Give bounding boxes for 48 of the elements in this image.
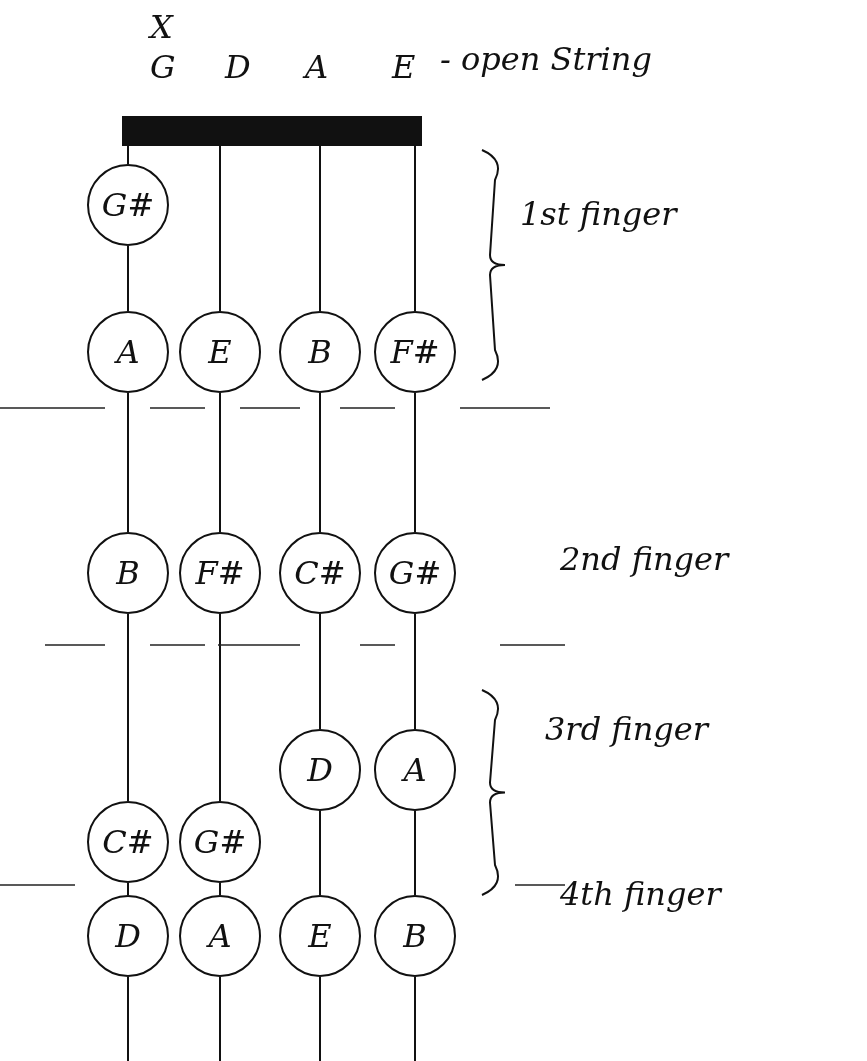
note-name: G#	[388, 554, 442, 592]
note-name: E	[308, 917, 332, 955]
string-line	[319, 810, 321, 896]
note-name: E	[208, 333, 232, 371]
note-name: F#	[390, 333, 440, 371]
nut-bar	[122, 116, 422, 146]
note-name: D	[115, 917, 141, 955]
note-name: C#	[294, 554, 346, 592]
string-line	[319, 392, 321, 533]
note-name: D	[307, 751, 333, 789]
note-name: C#	[102, 823, 154, 861]
string-line	[319, 976, 321, 1061]
string-line	[219, 145, 221, 312]
string-line	[127, 976, 129, 1061]
string-name: G	[150, 48, 176, 86]
note-name: F#	[195, 554, 245, 592]
string-line	[219, 976, 221, 1061]
finger-label: 1st finger	[520, 195, 677, 233]
note-name: G#	[101, 186, 155, 224]
string-line	[127, 392, 129, 533]
string-line	[414, 976, 416, 1061]
note-text: - open String	[440, 40, 652, 78]
string-name: E	[392, 48, 416, 86]
string-line	[127, 882, 129, 896]
string-line	[127, 145, 129, 165]
finger-label: 2nd finger	[560, 540, 729, 578]
string-name: X	[150, 8, 173, 46]
note-name: A	[403, 751, 427, 789]
note-name: A	[116, 333, 140, 371]
note-name: B	[403, 917, 427, 955]
string-line	[414, 145, 416, 312]
string-line	[127, 245, 129, 312]
note-name: B	[308, 333, 332, 371]
string-line	[219, 613, 221, 802]
string-line	[414, 810, 416, 896]
finger-label: 4th finger	[560, 875, 721, 913]
string-name: D	[225, 48, 251, 86]
note-name: B	[116, 554, 140, 592]
string-line	[127, 613, 129, 802]
note-name: A	[208, 917, 232, 955]
string-line	[414, 392, 416, 533]
string-line	[219, 392, 221, 533]
string-line	[319, 145, 321, 312]
string-line	[414, 613, 416, 730]
string-line	[319, 613, 321, 730]
string-line	[219, 882, 221, 896]
note-name: G#	[193, 823, 247, 861]
finger-label: 3rd finger	[545, 710, 708, 748]
